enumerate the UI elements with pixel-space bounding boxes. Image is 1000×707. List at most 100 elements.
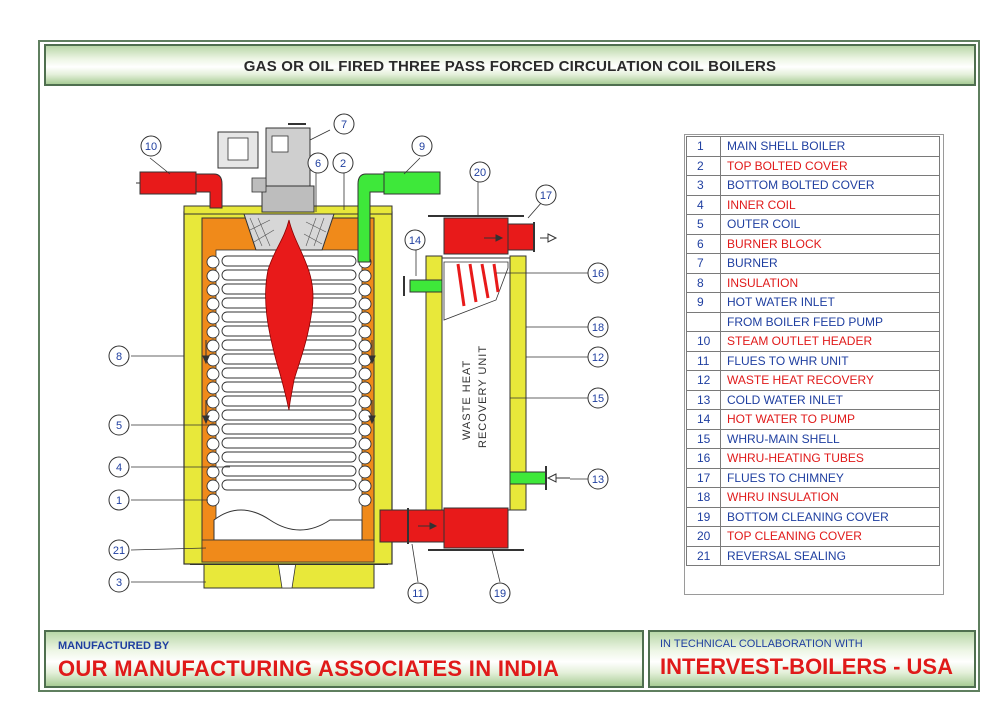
legend-number: 16	[686, 448, 721, 469]
callout-label-2: 2	[340, 158, 346, 170]
callout-7	[333, 113, 355, 135]
callout-label-21: 21	[113, 545, 125, 557]
callout-label-17: 17	[540, 190, 552, 202]
boiler-diagram: WASTE HEAT RECOVERY UNIT	[108, 113, 609, 604]
legend-description: BOTTOM BOLTED COVER	[720, 175, 940, 196]
callout-13	[587, 468, 609, 490]
legend-number: 3	[686, 175, 721, 196]
page-title: GAS OR OIL FIRED THREE PASS FORCED CIRCU…	[243, 58, 777, 75]
manufactured-by-label: MANUFACTURED BY	[58, 640, 170, 652]
legend-description: TOP BOLTED COVER	[720, 155, 940, 176]
callout-label-6: 6	[315, 158, 321, 170]
legend-description: WHRU-HEATING TUBES	[720, 448, 940, 469]
flame	[265, 219, 314, 411]
callout-label-19: 19	[494, 588, 506, 600]
legend-description: COLD WATER INLET	[720, 389, 940, 410]
legend-description: TOP CLEANING COVER	[720, 526, 940, 547]
callout-8	[108, 345, 130, 367]
legend-description: HOT WATER TO PUMP	[720, 409, 940, 430]
legend-description: WASTE HEAT RECOVERY	[720, 370, 940, 391]
legend-description: HOT WATER INLET	[720, 292, 940, 313]
legend-number: 17	[686, 467, 721, 488]
legend-number: 14	[686, 409, 721, 430]
legend-number: 5	[686, 214, 721, 235]
legend-description: BURNER BLOCK	[720, 233, 940, 254]
callout-2	[332, 152, 354, 174]
footer-collaboration-band: IN TECHNICAL COLLABORATION WITH INTERVES…	[648, 630, 976, 688]
callout-label-12: 12	[592, 352, 604, 364]
title-band: GAS OR OIL FIRED THREE PASS FORCED CIRCU…	[44, 44, 976, 86]
footer-manufacturer-band: MANUFACTURED BY OUR MANUFACTURING ASSOCI…	[44, 630, 644, 688]
legend-number: 4	[686, 194, 721, 215]
legend-number: 18	[686, 487, 721, 508]
legend-number: 13	[686, 389, 721, 410]
callout-12	[587, 346, 609, 368]
legend-number: 15	[686, 428, 721, 449]
steam-outlet-header	[136, 171, 223, 209]
callout-18	[587, 316, 609, 338]
collaborator-name: INTERVEST-BOILERS - USA	[660, 654, 953, 679]
legend-description: BURNER	[720, 253, 940, 274]
legend-description: WHRU-MAIN SHELL	[720, 428, 940, 449]
callout-11	[407, 582, 429, 604]
callout-label-10: 10	[145, 141, 157, 153]
legend-number: 12	[686, 370, 721, 391]
callout-label-9: 9	[419, 141, 425, 153]
hot-water-inlet-pipe	[357, 171, 441, 263]
legend-description: BOTTOM CLEANING COVER	[720, 506, 940, 527]
callout-label-4: 4	[116, 462, 122, 474]
legend-number: 7	[686, 253, 721, 274]
whr-unit	[379, 215, 570, 551]
legend-number	[686, 311, 721, 332]
callout-3	[108, 571, 130, 593]
legend-number: 8	[686, 272, 721, 293]
manufacturer-name: OUR MANUFACTURING ASSOCIATES IN INDIA	[58, 656, 560, 681]
legend-number: 9	[686, 292, 721, 313]
callout-4	[108, 456, 130, 478]
callout-label-3: 3	[116, 577, 122, 589]
legend-number: 20	[686, 526, 721, 547]
callout-label-14: 14	[409, 235, 421, 247]
callout-1	[108, 489, 130, 511]
callout-label-13: 13	[592, 474, 604, 486]
callout-15	[587, 387, 609, 409]
legend-row: FROM BOILER FEED PUMP	[686, 311, 940, 332]
callout-20	[469, 161, 491, 183]
callout-9	[411, 135, 433, 157]
callout-label-1: 1	[116, 495, 122, 507]
legend-description: REVERSAL SEALING	[720, 545, 940, 566]
legend-number: 2	[686, 155, 721, 176]
legend-description: OUTER COIL	[720, 214, 940, 235]
callout-label-11: 11	[412, 588, 423, 600]
collaboration-label: IN TECHNICAL COLLABORATION WITH	[660, 638, 863, 650]
burner	[217, 123, 315, 213]
legend-description: FROM BOILER FEED PUMP	[720, 311, 940, 332]
legend-description: FLUES TO WHR UNIT	[720, 350, 940, 371]
legend-frame	[684, 134, 944, 595]
callout-label-18: 18	[592, 322, 604, 334]
whr-label-line1: WASTE HEAT	[461, 360, 473, 440]
legend-description: WHRU INSULATION	[720, 487, 940, 508]
callout-5	[108, 414, 130, 436]
callout-label-8: 8	[116, 351, 122, 363]
callout-16	[587, 262, 609, 284]
legend-description: STEAM OUTLET HEADER	[720, 331, 940, 352]
callout-21	[108, 539, 130, 561]
